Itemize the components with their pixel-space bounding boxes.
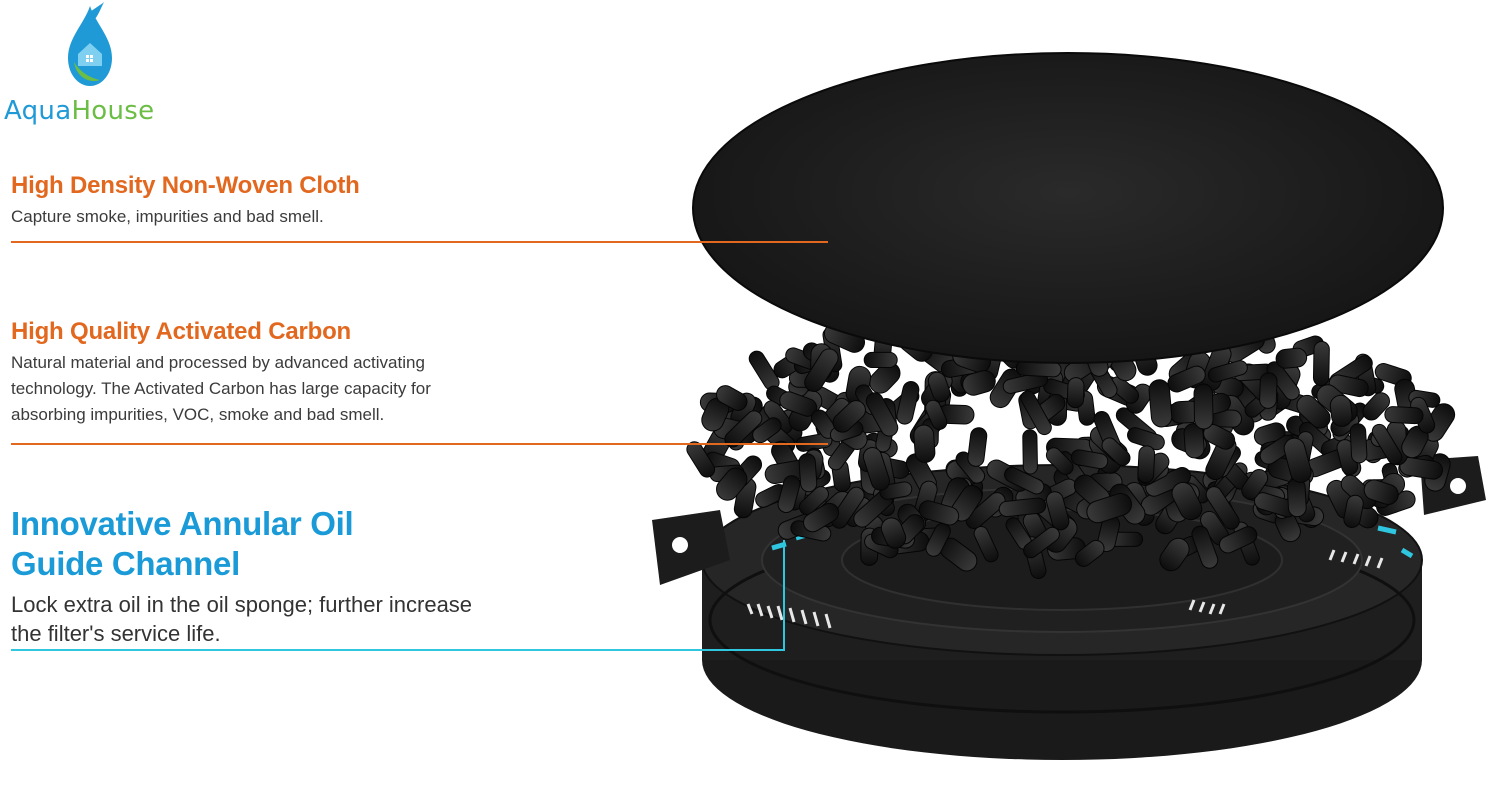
carbon-pellet xyxy=(880,517,907,549)
carbon-pellet xyxy=(1349,423,1368,464)
carbon-pellet xyxy=(1022,429,1038,475)
carbon-pellet xyxy=(973,526,999,563)
carbon-pellet xyxy=(896,381,920,425)
carbon-pellet xyxy=(1384,406,1424,425)
layer-carbon: High Quality Activated Carbon Natural ma… xyxy=(11,318,431,428)
desc-line: absorbing impurities, VOC, smoke and bad… xyxy=(11,405,385,424)
layer-channel-title: Innovative Annular Oil Guide Channel xyxy=(11,504,472,584)
carbon-pellet xyxy=(1241,468,1269,500)
water-drop-house-icon xyxy=(68,2,112,86)
brand-name-part1: Aqua xyxy=(4,96,72,126)
carbon-pellet xyxy=(1283,437,1312,483)
carbon-pellet xyxy=(1066,377,1085,409)
carbon-pellet xyxy=(1286,477,1307,518)
carbon-pellet xyxy=(998,497,1047,518)
desc-line: Lock extra oil in the oil sponge; furthe… xyxy=(11,592,473,617)
carbon-pellet xyxy=(1045,491,1070,531)
carbon-pellet xyxy=(967,427,988,467)
layer-cloth: High Density Non-Woven Cloth Capture smo… xyxy=(11,172,360,230)
carbon-pellet xyxy=(1023,526,1060,559)
carbon-pellet xyxy=(1371,423,1403,465)
layer-cloth-title: High Density Non-Woven Cloth xyxy=(11,172,360,199)
carbon-pellet xyxy=(1070,449,1109,470)
carbon-pellet xyxy=(1343,494,1364,529)
carbon-pellet xyxy=(1086,493,1133,524)
carbon-pellet xyxy=(1363,479,1399,505)
carbon-pellet xyxy=(1148,379,1173,428)
carbon-pellet xyxy=(830,486,865,529)
carbon-pellet xyxy=(1193,383,1214,430)
carbon-pellet xyxy=(913,424,936,463)
carbon-pellet xyxy=(863,351,898,369)
carbon-pellet xyxy=(1191,525,1219,569)
carbon-pellet xyxy=(1171,481,1203,521)
layer-channel-description: Lock extra oil in the oil sponge; furthe… xyxy=(11,590,472,648)
carbon-pellet xyxy=(686,441,716,478)
carbon-pellet xyxy=(1004,466,1045,495)
carbon-pellet xyxy=(1362,392,1390,421)
carbon-pellet xyxy=(1183,423,1205,459)
carbon-pellet xyxy=(1101,437,1131,466)
carbon-pellet xyxy=(798,486,829,516)
non-woven-cloth-disc xyxy=(692,52,1444,364)
carbon-pellet xyxy=(1312,341,1330,387)
carbon-pellet xyxy=(1296,394,1331,429)
brand-logo: AquaHouse xyxy=(2,2,182,130)
carbon-pellet xyxy=(1207,360,1248,383)
carbon-pellets xyxy=(686,301,1456,579)
title-line: Guide Channel xyxy=(11,545,240,582)
carbon-pellet xyxy=(1275,347,1308,369)
carbon-pellet xyxy=(1219,526,1258,554)
carbon-pellet xyxy=(1002,371,1048,394)
carbon-pellet xyxy=(803,502,840,533)
layer-cloth-description: Capture smoke, impurities and bad smell. xyxy=(11,204,360,230)
carbon-pellet xyxy=(1159,537,1190,572)
layer-channel: Innovative Annular Oil Guide Channel Loc… xyxy=(11,504,472,648)
carbon-pellet xyxy=(832,400,866,433)
desc-line: technology. The Activated Carbon has lar… xyxy=(11,379,431,398)
carbon-pellet xyxy=(1137,445,1156,484)
carbon-pellet xyxy=(925,399,948,430)
title-line: Innovative Annular Oil xyxy=(11,505,354,542)
carbon-pellet xyxy=(1205,486,1240,530)
carbon-pellet xyxy=(715,385,748,411)
carbon-pellet xyxy=(962,370,996,396)
carbon-pellet xyxy=(804,348,839,392)
brand-name-part2: House xyxy=(71,96,155,126)
carbon-pellet xyxy=(798,453,818,493)
carbon-pellet xyxy=(752,417,782,444)
carbon-pellet xyxy=(1127,427,1165,451)
carbon-pellet xyxy=(1259,372,1278,409)
carbon-pellet xyxy=(869,361,901,394)
carbon-pellet xyxy=(1020,390,1052,436)
carbon-pellet xyxy=(1074,539,1105,567)
carbon-pellet xyxy=(777,475,801,514)
carbon-pellet xyxy=(965,492,1006,530)
carbon-pellet xyxy=(862,447,890,491)
carbon-pellet xyxy=(865,392,899,437)
carbon-pellet xyxy=(1045,447,1074,475)
desc-line: the filter's service life. xyxy=(11,621,221,646)
carbon-pellet xyxy=(716,467,748,501)
layer-carbon-title: High Quality Activated Carbon xyxy=(11,318,352,345)
callout-line-channel xyxy=(11,540,785,651)
layer-carbon-description: Natural material and processed by advanc… xyxy=(11,350,431,428)
desc-line: Capture smoke, impurities and bad smell. xyxy=(11,207,324,226)
carbon-pellet xyxy=(927,371,951,403)
carbon-pellet xyxy=(1203,424,1236,450)
carbon-pellet xyxy=(1329,394,1353,427)
desc-line: Natural material and processed by advanc… xyxy=(11,353,425,372)
brand-name: AquaHouse xyxy=(4,96,154,126)
carbon-pellet xyxy=(918,500,960,526)
